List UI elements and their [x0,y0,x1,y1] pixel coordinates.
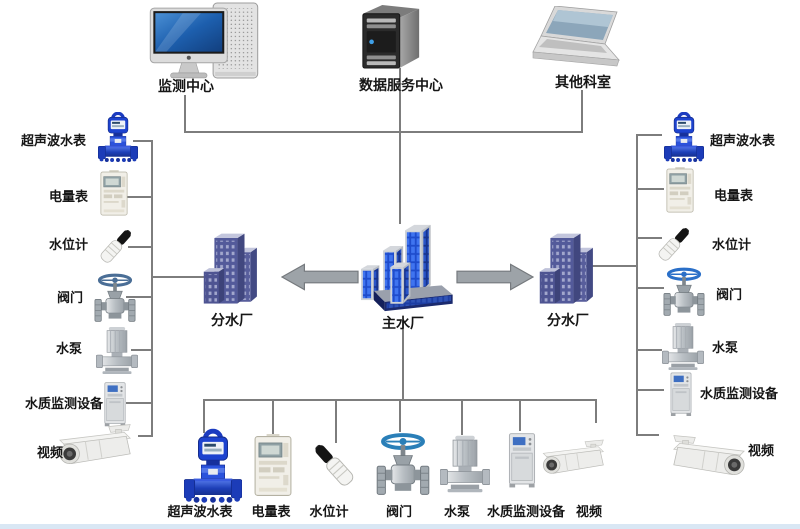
connector-line [184,131,583,133]
water-level-gauge-icon [310,441,356,489]
connector-line [637,389,664,391]
arrow-right-icon [456,263,534,291]
device-label: 水位计 [712,237,752,252]
water-quality-monitor-icon [104,382,126,427]
device-label: 水泵 [712,340,739,355]
arrow-left-icon [281,263,359,291]
device-label: 水位计 [309,504,349,519]
bottom-strip [0,524,800,529]
water-pump-icon [440,435,490,493]
branch-plant-building-icon [203,233,257,304]
device-label: 水泵 [443,504,470,519]
device-label: 阀门 [56,290,83,305]
desktop-computer-icon [149,2,259,79]
server-icon [362,4,420,69]
connector-line [126,402,153,404]
device-label: 水质监测设备 [24,396,103,411]
connector-line [595,399,597,423]
connector-line [636,134,638,436]
connector-line [637,349,662,351]
connector-line [335,399,337,443]
electricity-meter-icon [666,167,694,213]
connector-line [128,246,153,248]
connector-line [637,237,662,239]
top-node-label-other-departments: 其他科室 [555,74,611,90]
connector-line [399,68,401,224]
main-plant-building-icon [361,224,453,312]
laptop-icon [532,6,620,67]
device-label: 水位计 [48,237,88,252]
water-pump-icon [96,327,138,374]
connector-line [203,399,205,433]
connector-line [637,434,659,436]
water-level-gauge-icon [656,225,693,263]
device-label: 阀门 [385,504,412,519]
connector-line [131,349,153,351]
video-camera-icon [59,424,131,465]
device-label: 电量表 [48,189,88,204]
device-label: 水质监测设备 [486,504,565,519]
water-level-gauge-icon [98,227,135,265]
device-label: 阀门 [716,287,743,302]
water-pump-icon [662,323,704,370]
electricity-meter-icon [100,170,128,216]
ultrasonic-water-meter-icon [664,112,704,162]
device-label: 视频 [575,504,602,519]
device-label: 视频 [36,445,63,460]
video-camera-icon [542,439,604,474]
ultrasonic-water-meter-icon [184,428,242,504]
top-node-label-data-service-center: 数据服务中心 [359,77,443,93]
connector-line [584,265,638,267]
connector-line [637,188,664,190]
water-quality-monitor-icon [508,433,536,488]
connector-line [138,435,153,437]
electricity-meter-icon [254,434,292,497]
connector-line [151,141,153,437]
connector-line [519,399,521,431]
device-label: 视频 [748,443,775,458]
device-label: 水质监测设备 [700,386,779,401]
device-label: 水泵 [55,341,82,356]
branch-plant-building-icon [539,233,593,304]
device-label: 超声波水表 [710,133,776,148]
valve-icon [663,267,705,317]
connector-line [272,399,274,435]
connector-line [126,296,153,298]
connector-line [126,196,153,198]
plant-label-main: 主水厂 [382,315,424,331]
plant-label-left-branch: 分水厂 [211,312,253,328]
device-label: 超声波水表 [20,133,86,148]
connector-line [399,399,401,432]
device-label: 电量表 [714,188,754,203]
valve-icon [376,433,430,497]
connector-line [151,276,207,278]
connector-line [402,320,404,400]
top-node-label-monitoring-center: 监测中心 [158,78,214,94]
device-label: 超声波水表 [167,504,233,519]
connector-line [637,287,664,289]
connector-line [184,95,186,133]
connector-line [637,134,662,136]
valve-icon [94,273,136,323]
water-quality-monitor-icon [670,372,692,416]
ultrasonic-water-meter-icon [98,112,138,162]
video-camera-icon [673,435,745,476]
device-label: 电量表 [251,504,291,519]
plant-label-right-branch: 分水厂 [547,312,589,328]
connector-line [133,140,153,142]
connector-line [461,399,463,435]
connector-line [581,90,583,133]
